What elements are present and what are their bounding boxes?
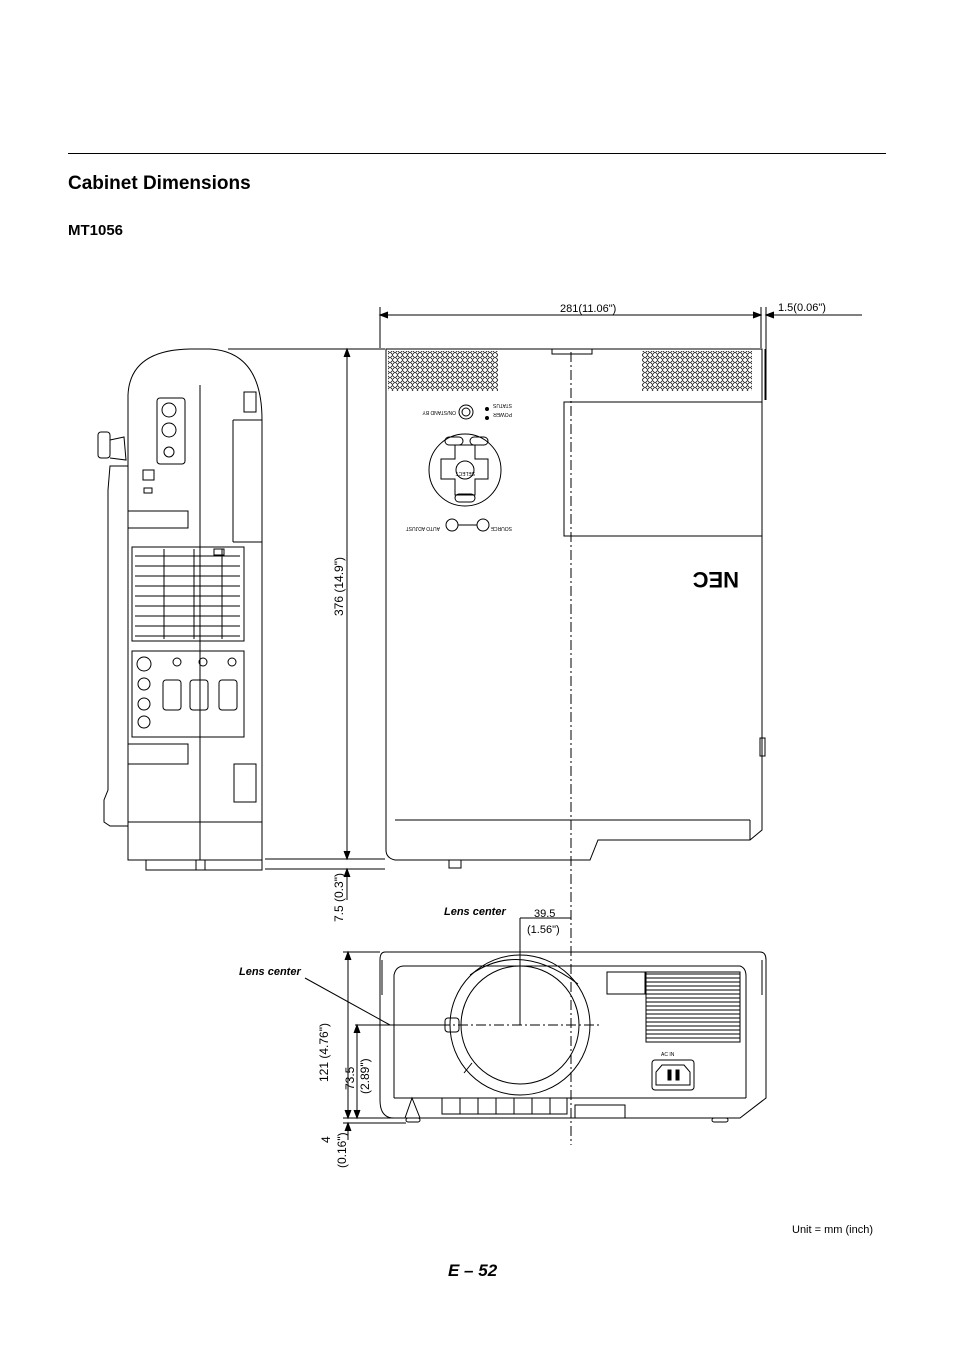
on-standby-label: ON/STAND BY: [422, 409, 456, 415]
side-knob: [97, 431, 111, 459]
source-button: [476, 518, 490, 532]
foot-top-label: 7.5 (0.3"): [332, 873, 346, 922]
vga-port: [218, 679, 238, 711]
usb-port: [243, 391, 257, 413]
width-label: 281(11.06"): [560, 303, 616, 315]
front-vent: [645, 971, 741, 1043]
mini-din-port: [161, 402, 177, 418]
depth-label: 376 (14.9"): [332, 557, 346, 616]
ac-in-label: AC IN: [661, 1052, 675, 1058]
model-heading: MT1056: [68, 222, 124, 239]
status-label: STATUS: [492, 402, 512, 408]
side-lower-slot: [127, 743, 189, 765]
top-vent-right: [642, 351, 752, 391]
io-panel: [131, 650, 245, 738]
auto-adjust-label: AUTO ADJUST: [406, 525, 440, 531]
select-cross: [440, 444, 489, 496]
lens-height-in-label: (2.89"): [358, 1058, 372, 1094]
lens-offset-mm-label: 39.5: [534, 908, 555, 920]
side-label-box: [233, 763, 257, 803]
vga-port: [162, 679, 182, 711]
height-label: 121 (4.76"): [317, 1023, 331, 1082]
lens-center-label-top: Lens center: [444, 906, 506, 918]
ac-inlet: [651, 1059, 695, 1091]
edge-offset-label: 1.5(0.06"): [778, 302, 826, 314]
page-title: Cabinet Dimensions: [68, 173, 251, 194]
auto-adjust-button: [445, 518, 459, 532]
nec-logo: NEC: [692, 567, 739, 592]
lock-slot: [142, 469, 155, 481]
lens-center-leader: [304, 977, 391, 1026]
header-rule: [68, 153, 886, 154]
select-pad: [428, 433, 502, 507]
front-body-outline: [379, 951, 767, 1119]
unit-note: Unit = mm (inch): [792, 1224, 873, 1236]
source-label: SOURCE: [490, 525, 512, 531]
mini-din-port: [161, 422, 177, 438]
power-label: POWER: [493, 411, 512, 417]
foot-in-label: (0.16"): [335, 1132, 349, 1168]
top-view: [385, 348, 766, 869]
page-number: E – 52: [448, 1261, 498, 1280]
side-view: [97, 348, 263, 871]
foot-mm-label: 4: [319, 1136, 333, 1143]
lens-cover: [563, 401, 763, 537]
front-view: [379, 951, 767, 1123]
mini-din-port: [163, 446, 175, 458]
lens-center-label-front: Lens center: [239, 966, 301, 978]
lens-offset-in-label: (1.56"): [527, 924, 560, 936]
top-vent-left: [388, 351, 498, 391]
vga-port: [189, 679, 209, 711]
power-button: [458, 404, 474, 420]
side-body-outline: [127, 348, 263, 861]
lens-height-mm-label: 73.5: [343, 1066, 357, 1090]
side-vent: [131, 546, 245, 642]
select-label: SELECT: [456, 470, 475, 476]
top-body-outline: [385, 348, 763, 861]
side-slot: [127, 510, 189, 529]
